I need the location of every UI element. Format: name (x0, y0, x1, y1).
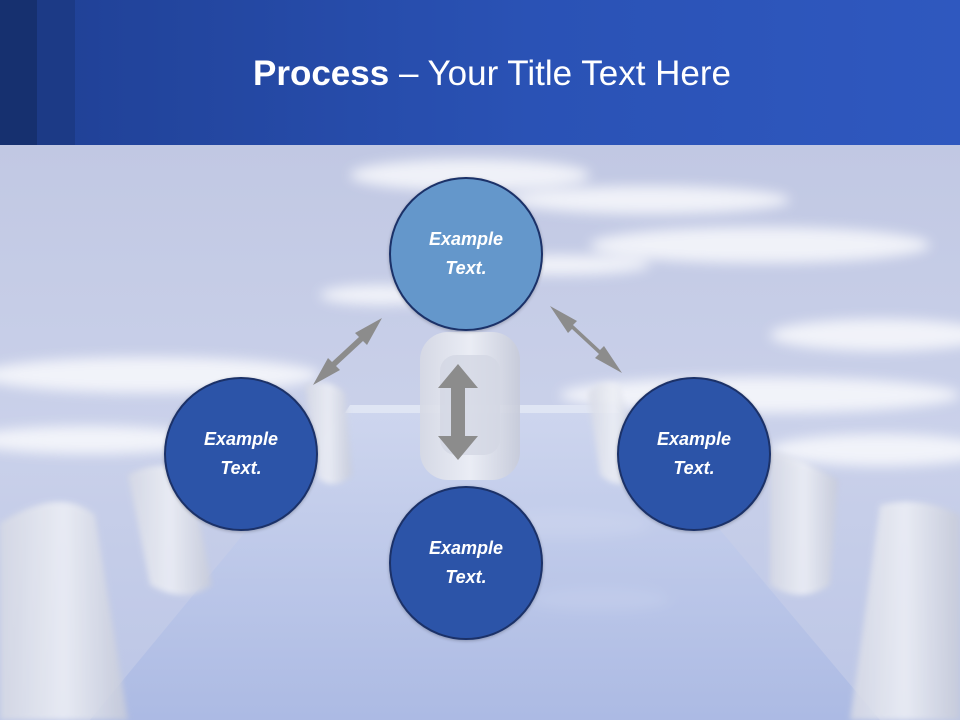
header-accent-strip (37, 0, 75, 145)
header-accent-strip (0, 0, 37, 145)
node-left-label: Example Text. (203, 429, 279, 478)
node-right-label: Example Text. (656, 429, 732, 478)
node-top-label: Example Text. (428, 229, 504, 278)
process-node-left: Example Text. (164, 377, 318, 531)
node-bottom-label: Example Text. (428, 538, 504, 587)
process-node-top: Example Text. (389, 177, 543, 331)
process-node-right: Example Text. (617, 377, 771, 531)
process-node-bottom: Example Text. (389, 486, 543, 640)
double-arrow-vertical (438, 364, 478, 460)
title-strong: Process (253, 54, 390, 93)
double-arrow-top-left (313, 318, 382, 385)
title-rest: – Your Title Text Here (389, 54, 731, 93)
slide-title: Process – Your Title Text Here (0, 52, 960, 96)
double-arrow-top-right (550, 306, 622, 373)
title-band (0, 0, 960, 145)
